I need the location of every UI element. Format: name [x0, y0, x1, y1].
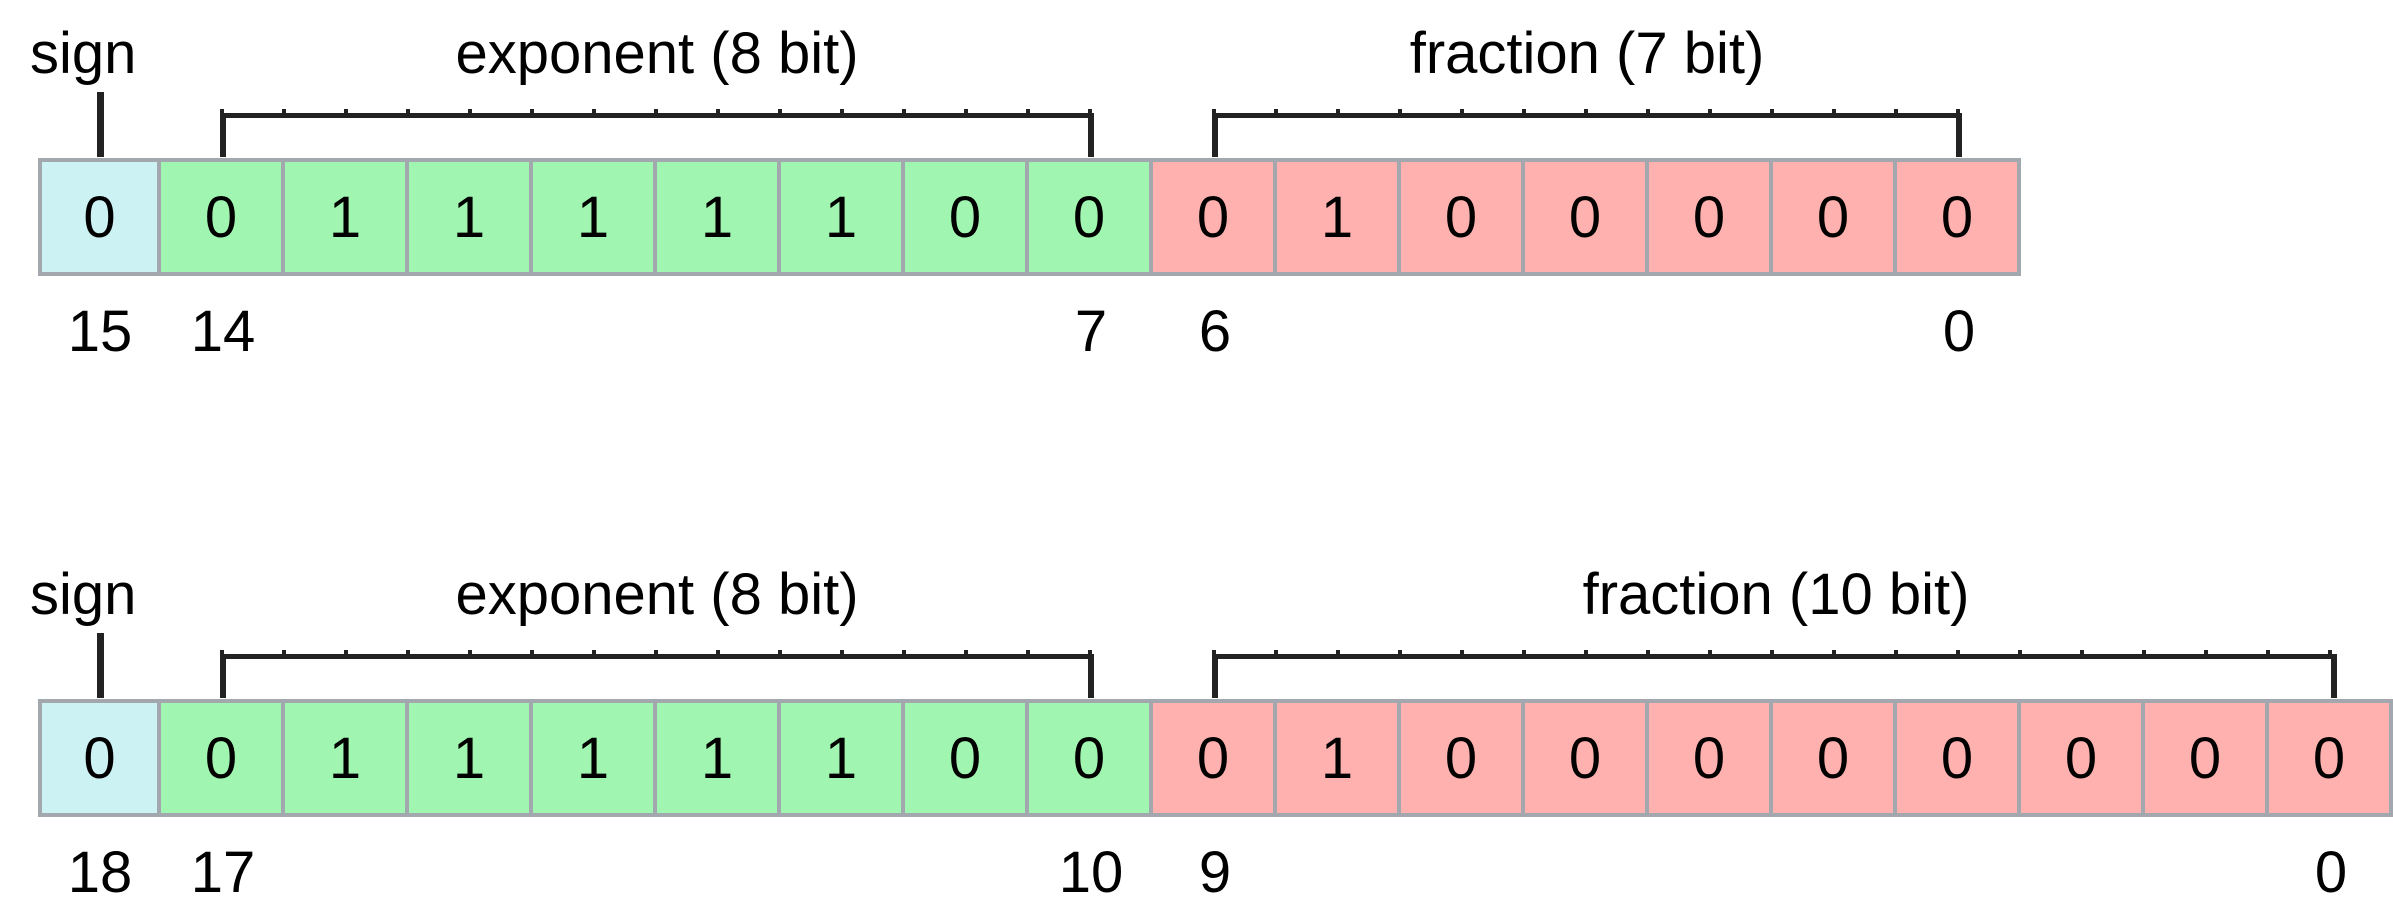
fraction-bit-cell: 0	[1773, 158, 1897, 276]
fraction-bracket	[1212, 650, 2337, 698]
bracket-tick-marks	[220, 650, 1094, 654]
exponent-bit-cell: 1	[657, 158, 781, 276]
sign-bit-cell: 0	[42, 158, 161, 276]
bit-index-exponent-msb: 14	[190, 299, 256, 364]
fraction-bit-cell: 1	[1277, 158, 1401, 276]
sign-field-label: sign	[30, 21, 137, 86]
exponent-field-label: exponent (8 bit)	[455, 21, 859, 86]
exponent-bit-cell: 0	[161, 158, 285, 276]
exponent-bit-cell: 1	[781, 699, 905, 817]
bit-index-exponent-lsb: 7	[1074, 299, 1108, 364]
bracket-tick-marks	[220, 109, 1094, 113]
exponent-bit-cell: 0	[905, 158, 1029, 276]
exponent-bit-cell: 0	[161, 699, 285, 817]
bit-index-fraction-lsb: 0	[2314, 840, 2348, 905]
fraction-bit-cell: 0	[1649, 699, 1773, 817]
exponent-bit-cell: 0	[1029, 158, 1153, 276]
exponent-field-label: exponent (8 bit)	[455, 562, 859, 627]
exponent-bit-cell: 0	[1029, 699, 1153, 817]
fraction-bit-cell: 0	[2145, 699, 2269, 817]
fraction-bit-cell: 0	[1525, 699, 1649, 817]
bit-index-fraction-lsb: 0	[1942, 299, 1976, 364]
bracket-tick-marks	[1212, 650, 2337, 654]
sign-pointer-line	[97, 633, 104, 698]
fraction-bit-cell: 0	[1897, 699, 2021, 817]
bit-index-fraction-msb: 6	[1198, 299, 1232, 364]
fraction-bit-cell: 0	[2269, 699, 2393, 817]
bracket-tick-marks	[1212, 109, 1962, 113]
exponent-bit-cell: 1	[285, 158, 409, 276]
exponent-bit-cell: 1	[781, 158, 905, 276]
fraction-bracket	[1212, 109, 1962, 157]
exponent-bit-cell: 1	[409, 699, 533, 817]
bit-index-sign: 18	[67, 840, 133, 905]
exponent-bit-cell: 1	[285, 699, 409, 817]
fraction-bit-cell: 0	[1649, 158, 1773, 276]
exponent-bracket	[220, 650, 1094, 698]
fraction-field-label: fraction (7 bit)	[1409, 21, 1765, 86]
diagram-19bit: sign exponent (8 bit) fraction (10 bit) …	[0, 541, 2393, 924]
fraction-bit-cell: 0	[2021, 699, 2145, 817]
fraction-bit-cell: 0	[1525, 158, 1649, 276]
bit-index-sign: 15	[67, 299, 133, 364]
fraction-bit-cell: 0	[1153, 699, 1277, 817]
fraction-bit-cell: 1	[1277, 699, 1401, 817]
fraction-bit-cell: 0	[1897, 158, 2021, 276]
fraction-bit-cell: 0	[1773, 699, 1897, 817]
bit-index-exponent-msb: 17	[190, 840, 256, 905]
fraction-bit-cell: 0	[1401, 699, 1525, 817]
sign-field-label: sign	[30, 562, 137, 627]
bit-index-exponent-lsb: 10	[1058, 840, 1124, 905]
sign-pointer-line	[97, 92, 104, 157]
bit-index-fraction-msb: 9	[1198, 840, 1232, 905]
sign-bit-cell: 0	[42, 699, 161, 817]
fraction-bit-cell: 0	[1401, 158, 1525, 276]
exponent-bit-cell: 0	[905, 699, 1029, 817]
diagram-16bit: sign exponent (8 bit) fraction (7 bit) 0…	[0, 0, 2393, 420]
fraction-field-label: fraction (10 bit)	[1582, 562, 1970, 627]
exponent-bracket	[220, 109, 1094, 157]
exponent-bit-cell: 1	[657, 699, 781, 817]
exponent-bit-cell: 1	[533, 699, 657, 817]
fraction-bit-cell: 0	[1153, 158, 1277, 276]
exponent-bit-cell: 1	[409, 158, 533, 276]
exponent-bit-cell: 1	[533, 158, 657, 276]
